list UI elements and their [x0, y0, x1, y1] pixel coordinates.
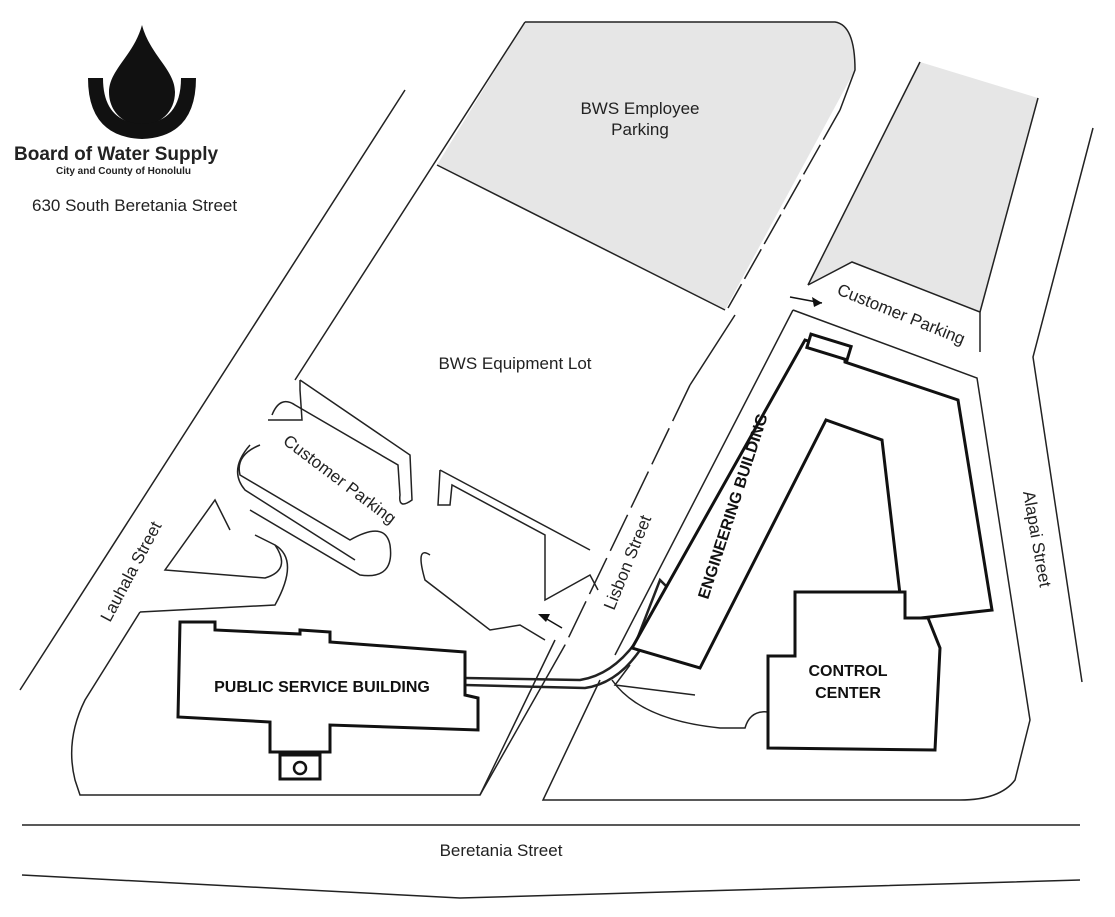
logo-name: Board of Water Supply: [14, 144, 219, 165]
right-campus-block: [541, 309, 1031, 801]
customer-parking-lot-upper-right[interactable]: [808, 62, 1038, 312]
label-public-service-building: PUBLIC SERVICE BUILDING: [214, 679, 430, 696]
label-equipment-lot: BWS Equipment Lot: [438, 354, 591, 373]
public-service-annex[interactable]: [278, 753, 322, 781]
public-service-building[interactable]: [176, 620, 480, 754]
right-parking-outline: [807, 61, 1039, 352]
label-customer-parking-left: Customer Parking: [280, 431, 400, 528]
logo-subtitle: City and County of Honolulu: [56, 166, 191, 177]
label-employee-parking-2: Parking: [611, 120, 669, 139]
label-alapai-street: Alapai Street: [1019, 489, 1055, 588]
label-lauhala-street: Lauhala Street: [97, 518, 166, 625]
engineering-building-entrance[interactable]: [804, 332, 854, 362]
entry-arrow-left: [538, 614, 563, 629]
lauhala-street-lines: [19, 89, 406, 691]
alapai-street-line: [1032, 127, 1094, 683]
logo-bowl-icon: [88, 78, 196, 139]
covered-walkway: [464, 577, 670, 690]
employee-parking-area[interactable]: [437, 22, 855, 310]
label-control-center-2: CENTER: [815, 685, 881, 702]
entry-arrow-top: [789, 296, 823, 307]
employee-parking-outline: [294, 21, 856, 381]
customer-parking-lanes-left: [236, 379, 599, 641]
control-center-building[interactable]: [766, 590, 942, 752]
annex-marker: [292, 760, 308, 776]
label-control-center-1: CONTROL: [808, 663, 887, 680]
label-employee-parking-1: BWS Employee: [580, 99, 699, 118]
beretania-street-lines: [21, 824, 1081, 899]
lisbon-street-lines: [479, 314, 736, 796]
logo-address: 630 South Beretania Street: [32, 196, 237, 215]
label-beretania-street: Beretania Street: [440, 841, 563, 860]
water-drop-icon: [109, 25, 175, 125]
bws-logo: Board of Water Supply City and County of…: [14, 25, 237, 215]
label-lisbon-street: Lisbon Street: [600, 512, 655, 612]
left-campus-block: [70, 498, 556, 796]
